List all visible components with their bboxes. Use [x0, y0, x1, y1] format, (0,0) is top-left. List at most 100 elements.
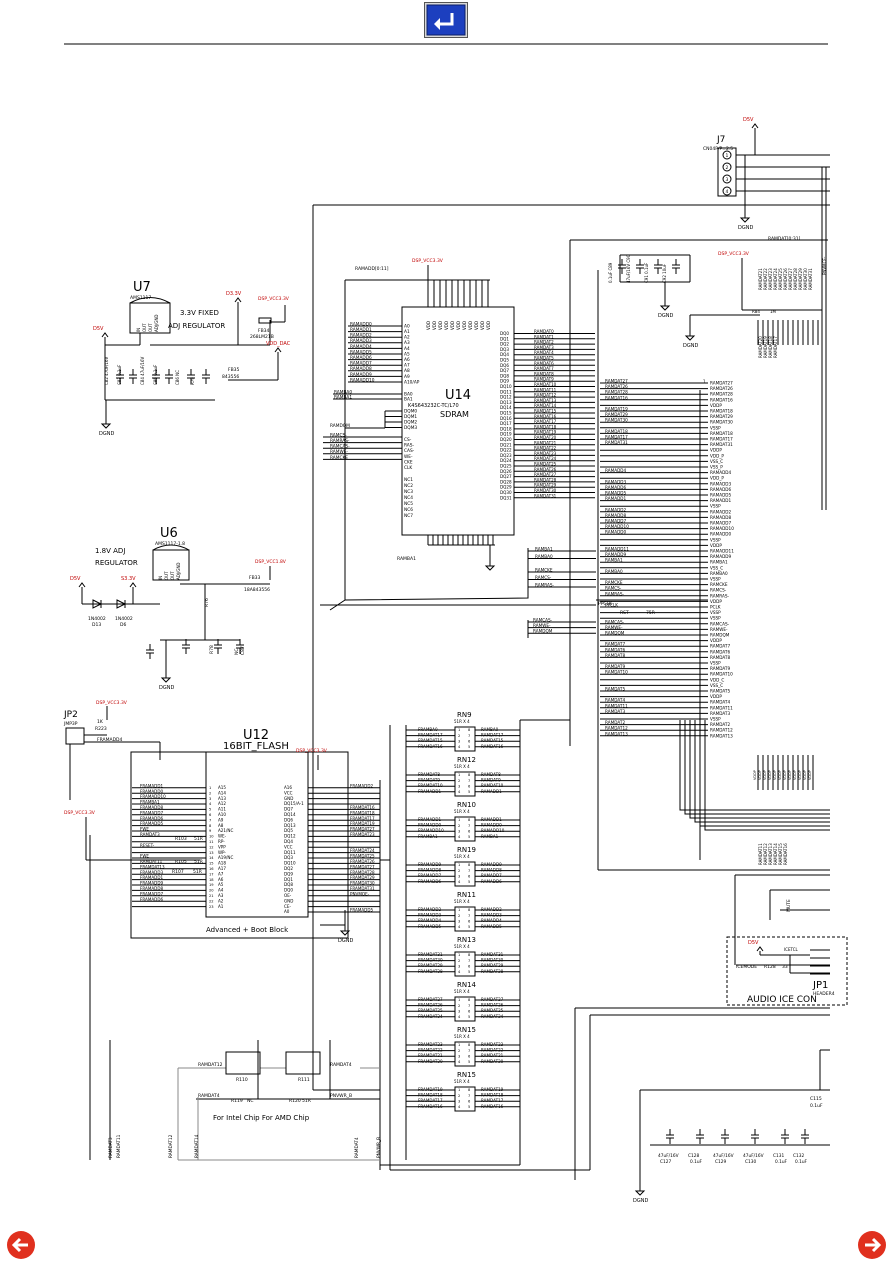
pin-name: DQ14: [284, 812, 296, 817]
resistor-ref: R107: [172, 869, 184, 875]
net-label: RAMDAT18: [534, 424, 557, 429]
net-label: RAMADD8: [350, 366, 372, 372]
net-label: FRAMADD4: [418, 918, 441, 923]
net-label: FRAMDAT17: [350, 816, 375, 821]
net-label: RAMBA1: [334, 394, 352, 400]
net-label: FRAMADD1: [418, 789, 441, 794]
net-label: RAMADD4: [481, 918, 502, 923]
pin-number: 8: [468, 863, 471, 867]
resistor-value: 1K: [97, 719, 104, 725]
pin-number: 4: [726, 189, 729, 195]
pin-name: DQ29: [500, 485, 512, 490]
ferrite-ref: FB35: [228, 367, 240, 373]
net-label: RAMADD2: [605, 507, 627, 512]
cap-label: C130: [745, 1159, 756, 1165]
resistor-ref: R128: [764, 964, 776, 970]
net-label: RAMDAT4: [534, 350, 554, 355]
power-arrow-icon: [751, 123, 759, 129]
pin-name: RAMADD9: [710, 554, 732, 559]
pin-name: OE-: [284, 893, 292, 898]
net-label: FRAMDAT30: [418, 958, 443, 963]
pin-name: RAMDAT18: [710, 431, 733, 436]
net-label: RAMDAT22: [763, 268, 768, 290]
pin-name: VCC: [284, 790, 293, 795]
pin-number: 2: [458, 959, 460, 963]
pin-number: 4: [458, 745, 461, 749]
pin-number: 6: [468, 1009, 471, 1013]
net-label: RAMADD10: [350, 377, 375, 383]
net-label: RAMDAT10: [481, 783, 504, 788]
net-label: FRAMDAT13: [140, 864, 165, 869]
resistor-ref: R103: [175, 836, 187, 842]
net-label: RAMDAT21: [481, 1053, 504, 1058]
pin-name: RAMDAT7: [710, 644, 730, 649]
u7-pin-name: IN: [136, 328, 141, 332]
net-label: RAMDAT31: [605, 440, 628, 445]
return-arrow-icon: [438, 13, 454, 26]
power-label: DSP_VCC3.3V: [64, 810, 96, 816]
net-label: RAMDAT21: [758, 268, 763, 290]
power-pin-name: VDD: [456, 321, 461, 330]
pin-name: A10: [218, 812, 226, 817]
power-label: D5V: [93, 326, 104, 332]
net-label: RAMDAT12: [168, 1134, 174, 1158]
pin-name: RAMCKE: [710, 582, 728, 587]
wire: [679, 720, 830, 811]
net-label: RAMBA1: [605, 558, 623, 563]
net-label: RAMDAT21: [534, 440, 557, 445]
pin-name: RAMADD5: [710, 493, 732, 498]
jp2-ref: JP2: [63, 710, 78, 720]
pin-number: 7: [209, 818, 211, 822]
pin-number: 3: [458, 1099, 460, 1103]
net-label: RAMDAT30: [605, 418, 628, 423]
previous-page-button[interactable]: [6, 1230, 36, 1260]
net-label: RAMDAT11: [758, 843, 763, 865]
power-arrow-icon: [101, 332, 109, 338]
net-label: RAMDAT3: [605, 709, 625, 714]
net-label: RAMDAT12: [198, 1062, 223, 1068]
net-label: RAMDAT17: [773, 336, 778, 358]
net-label: RAMDAT5: [605, 687, 625, 692]
ferrite-part: 268LM21B: [250, 334, 274, 340]
power-label: D3.3V: [226, 291, 242, 297]
net-label: RAMDAT28: [605, 390, 628, 395]
net-label: RAMDAT23: [768, 268, 773, 290]
power-label: VDD_DAC: [266, 341, 291, 347]
pin-name: DQ22: [500, 448, 512, 453]
pin-number: 1: [458, 953, 460, 957]
net-label: FRAMADD7: [418, 873, 441, 878]
diode-ref: D6: [120, 622, 126, 628]
bus-label: RAMDAT[0:31]: [768, 236, 801, 242]
pin-number: 3: [458, 739, 460, 743]
net-label: RAMDAT20: [481, 1059, 504, 1064]
net-label: RAMADD8: [605, 513, 627, 518]
net-label: RAMDAT14: [194, 1134, 200, 1158]
pin-number: 1: [458, 818, 460, 822]
net-label: PNVWR_B: [330, 1093, 352, 1099]
back-button[interactable]: [424, 2, 468, 38]
pin-name: RAMADD6: [710, 487, 732, 492]
pin-number: 5: [468, 745, 470, 749]
pin-name: VSSP: [710, 504, 721, 509]
cap-label: 0.1uF: [690, 1159, 703, 1165]
net-label: FRAMDAT16: [350, 805, 375, 810]
net-label: RAMDAT14: [534, 403, 557, 408]
power-arrow-icon: [756, 946, 764, 952]
pin-number: 7: [468, 1049, 470, 1053]
pin-name: DQ23: [500, 453, 512, 458]
pin-name: A18: [218, 861, 226, 866]
net-label: RAMDAT4: [330, 1062, 352, 1068]
net-label: RAMDAT29: [798, 268, 803, 290]
pin-name: VDDP: [793, 770, 797, 780]
next-page-button[interactable]: [857, 1230, 887, 1260]
net-label: RST: [620, 610, 629, 616]
power-label: DSP_VCC3.3V: [258, 296, 290, 302]
pin-name: DQ2: [284, 866, 293, 871]
net-label: FRAMDAT19: [418, 1087, 443, 1092]
pin-number: 1: [458, 1043, 460, 1047]
cap-label: C86 NC: [175, 370, 180, 385]
u14-name: SDRAM: [440, 410, 469, 419]
net-label: FRAMDAT31: [418, 952, 443, 957]
pin-number: 5: [468, 880, 470, 884]
pin-number: 3: [458, 874, 460, 878]
